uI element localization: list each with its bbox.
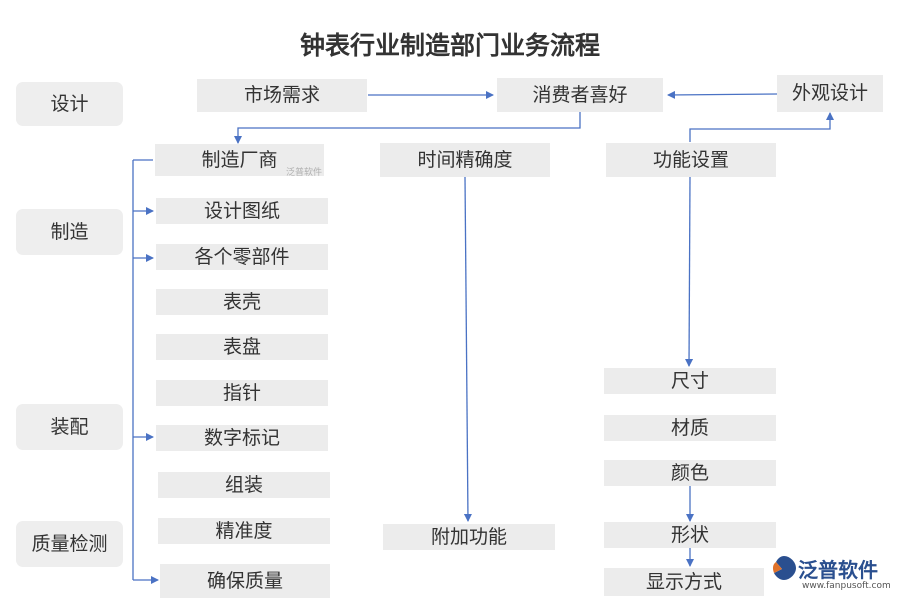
brand-name: 泛普软件 — [798, 558, 878, 582]
node-manufacturer: 制造厂商 — [155, 144, 324, 176]
node-color: 颜色 — [604, 460, 776, 486]
node-design-drawing: 设计图纸 — [156, 198, 328, 224]
arrow-function-to-appearance — [689, 112, 834, 142]
node-assembly: 组装 — [158, 472, 330, 498]
node-material: 材质 — [604, 415, 776, 441]
node-precision: 精准度 — [158, 518, 330, 544]
node-function-setting: 功能设置 — [606, 143, 776, 177]
arrow-consumer-to-manufacturer — [234, 112, 581, 144]
node-digit-marks: 数字标记 — [156, 425, 328, 451]
inline-watermark: 泛普软件 — [286, 168, 323, 178]
stage-design: 设计 — [16, 82, 123, 126]
node-dial: 表盘 — [156, 334, 328, 360]
logo-icon — [772, 556, 796, 580]
arrow-function-to-size — [685, 176, 694, 367]
node-watch-case: 表壳 — [156, 289, 328, 315]
stage-assembly: 装配 — [16, 404, 123, 450]
arrow-appearance-to-consumer — [667, 90, 778, 99]
node-extra-function: 附加功能 — [383, 524, 555, 550]
node-appearance-design: 外观设计 — [777, 75, 883, 112]
node-ensure-quality: 确保质量 — [160, 564, 330, 598]
page-title: 钟表行业制造部门业务流程 — [299, 31, 600, 60]
node-market-demand: 市场需求 — [197, 79, 367, 112]
node-display-mode: 显示方式 — [604, 568, 764, 596]
node-shape: 形状 — [604, 522, 776, 548]
node-size: 尺寸 — [604, 368, 776, 394]
node-consumer-preference: 消费者喜好 — [497, 78, 663, 112]
node-time-precision: 时间精确度 — [380, 143, 550, 177]
node-parts: 各个零部件 — [156, 244, 328, 270]
stage-quality: 质量检测 — [16, 521, 123, 567]
stage-manufacturing: 制造 — [16, 209, 123, 255]
arrow-time-to-extra — [463, 176, 472, 522]
node-hands: 指针 — [156, 380, 328, 406]
brand-logo: 泛普软件 www.fanpusoft.com — [770, 552, 895, 598]
brand-url: www.fanpusoft.com — [802, 581, 891, 591]
